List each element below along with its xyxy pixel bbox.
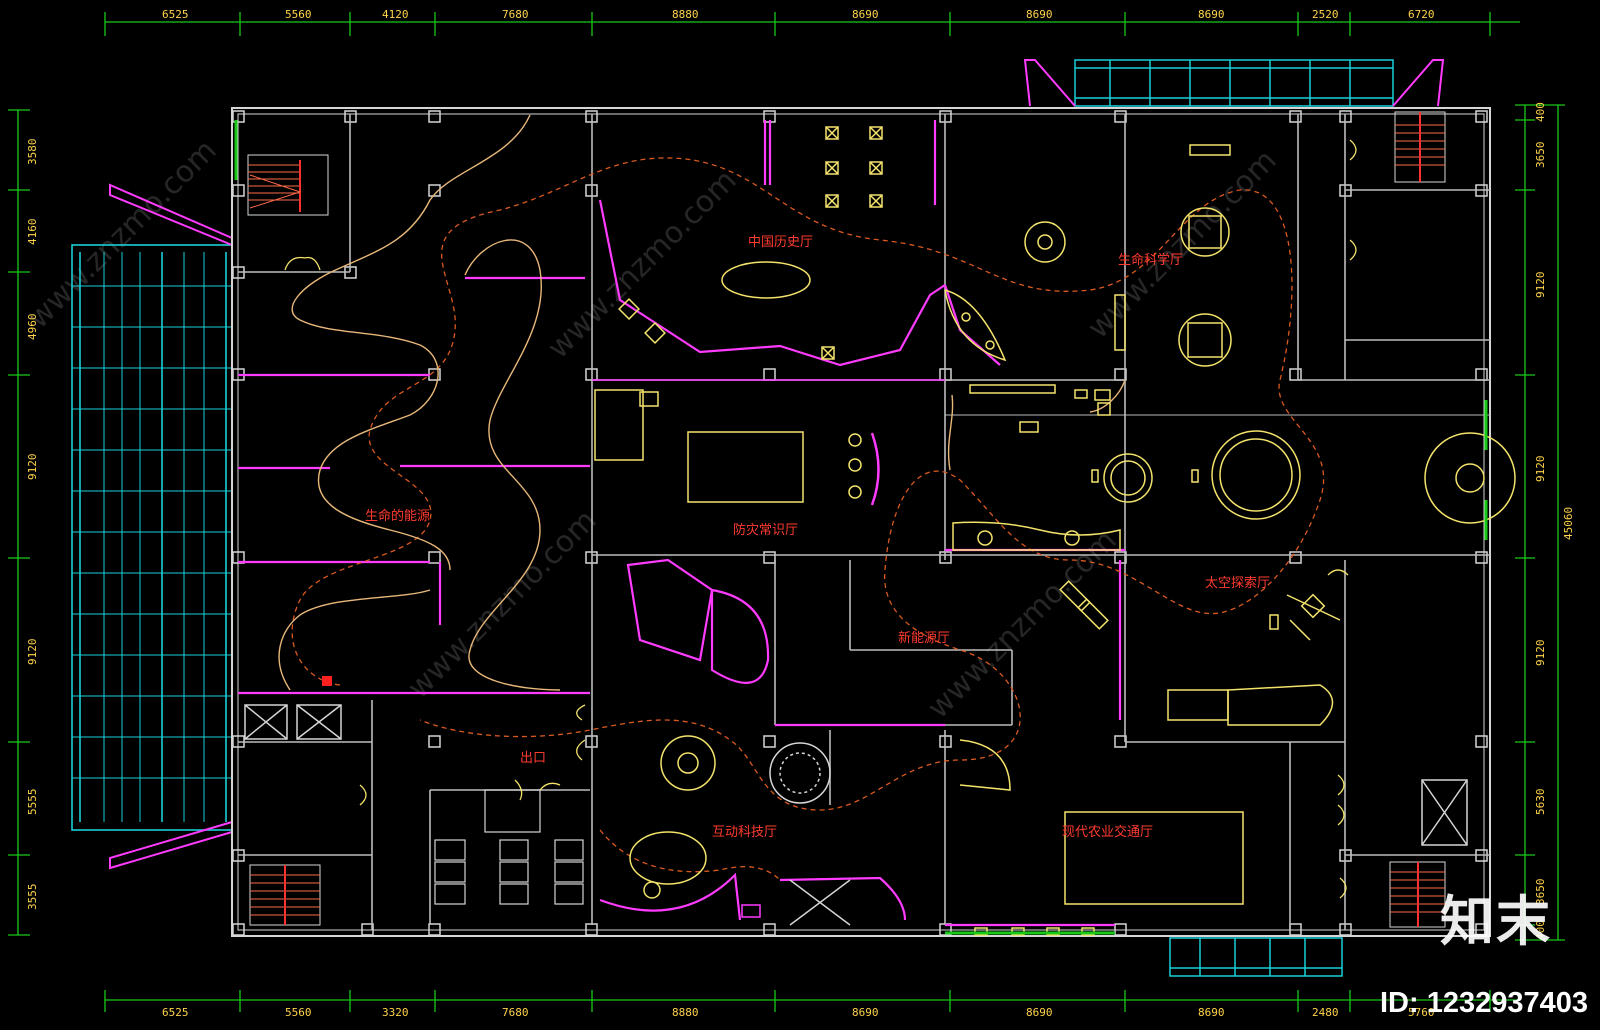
room-label-exit: 出口 [520, 751, 546, 766]
space-exhibits [952, 430, 1516, 726]
room-label-new-energy: 新能源厅 [898, 630, 950, 646]
left-glass-mullions [72, 285, 232, 779]
dim-right-3: 9120 [1534, 456, 1547, 483]
bottom-dimension-labels: 6525 5560 3320 7680 8880 8690 8690 8690 … [162, 1006, 1435, 1019]
disaster-room-exhibits [594, 384, 1111, 506]
bottom-dimension-line [104, 990, 1520, 1012]
outer-walls [231, 107, 1491, 937]
history-display-cases [618, 126, 883, 360]
canopy-wedges [109, 59, 1445, 870]
dim-right-6: 3650 [1534, 879, 1547, 906]
dim-right-4: 9120 [1534, 640, 1547, 667]
dim-bottom-3: 7680 [502, 1006, 529, 1019]
dim-bottom-0: 6525 [162, 1006, 189, 1019]
background-watermark: www.znzmo.com www.znzmo.com www.znzmo.co… [21, 133, 1284, 726]
tour-route [291, 157, 1325, 881]
elevator-icon [244, 704, 1468, 846]
dim-left-4: 9120 [26, 639, 39, 666]
bottom-glass-wall [1169, 937, 1343, 977]
dim-top-9: 6720 [1408, 8, 1435, 21]
dim-bottom-7: 8690 [1198, 1006, 1225, 1019]
room-label-agriculture: 现代农业交通厅 [1062, 824, 1153, 840]
room-label-life-energy: 生命的能源 [365, 508, 430, 524]
left-glass-wall [71, 244, 233, 831]
dim-left-3: 9120 [26, 454, 39, 481]
room-labels: 中国历史厅 生命科学厅 生命的能源 防灾常识厅 太空探索厅 新能源厅 出口 互动… [365, 235, 1270, 840]
room-label-disaster: 防灾常识厅 [733, 522, 798, 538]
dim-top-7: 8690 [1198, 8, 1225, 21]
dim-right-1: 3650 [1534, 142, 1547, 169]
right-dimension-labels: 400 3650 9120 9120 9120 5630 3650 400 45… [1534, 102, 1575, 940]
dim-left-2: 4960 [26, 314, 39, 341]
dim-bottom-5: 8690 [852, 1006, 879, 1019]
dim-right-0: 400 [1534, 102, 1547, 122]
left-dimension-labels: 3580 4160 4960 9120 9120 5555 3555 [26, 139, 39, 911]
watermark-site-3: www.znzmo.com [401, 503, 604, 706]
room-label-life-science: 生命科学厅 [1118, 252, 1183, 268]
stair-bottom-left-icon [249, 864, 321, 926]
top-glass-wall [1074, 59, 1394, 107]
left-dimension-line [8, 109, 30, 936]
dim-bottom-2: 3320 [382, 1006, 409, 1019]
green-wall-accents [234, 120, 1488, 935]
dim-top-2: 4120 [382, 8, 409, 21]
doors [284, 139, 1357, 899]
watermark-id: ID: 1232937403 [1380, 987, 1588, 1019]
stair-top-right-icon [1394, 111, 1446, 183]
dim-bottom-6: 8690 [1026, 1006, 1053, 1019]
top-dimension-line [104, 12, 1520, 36]
stair-bottom-right-icon [1389, 861, 1446, 928]
dim-bottom-1: 5560 [285, 1006, 312, 1019]
dim-right-5: 5630 [1534, 789, 1547, 816]
room-label-interactive: 互动科技厅 [712, 825, 777, 840]
dim-left-5: 5555 [26, 789, 39, 816]
room-label-space: 太空探索厅 [1205, 576, 1270, 591]
dim-right-2: 9120 [1534, 272, 1547, 299]
dim-top-3: 7680 [502, 8, 529, 21]
dim-left-0: 3580 [26, 139, 39, 166]
interactive-exhibits [629, 735, 851, 926]
magenta-partitions [238, 120, 1125, 927]
watermark-logo: 知末 [1440, 890, 1552, 953]
room-label-history: 中国历史厅 [748, 235, 813, 250]
dim-left-6: 3555 [26, 884, 39, 911]
watermark-site-5: www.znzmo.com [1081, 143, 1284, 346]
dim-top-5: 8690 [852, 8, 879, 21]
watermark-site-2: www.znzmo.com [541, 163, 744, 366]
dim-top-0: 6525 [162, 8, 189, 21]
dim-right-total: 45060 [1562, 507, 1575, 540]
dim-top-1: 5560 [285, 8, 312, 21]
dim-top-4: 8880 [672, 8, 699, 21]
dim-right-7: 400 [1534, 920, 1547, 940]
dim-top-8: 2520 [1312, 8, 1339, 21]
dim-bottom-8: 2480 [1312, 1006, 1339, 1019]
top-dimension-labels: 6525 5560 4120 7680 8880 8690 8690 8690 … [162, 8, 1435, 21]
right-dimension-line [1515, 104, 1565, 941]
dim-bottom-9: 5760 [1408, 1006, 1435, 1019]
life-science-exhibits [944, 144, 1232, 367]
dim-top-6: 8690 [1026, 8, 1053, 21]
fire-marker-icon [322, 676, 332, 686]
dim-bottom-4: 8880 [672, 1006, 699, 1019]
curved-display-walls [278, 114, 1126, 691]
dim-left-1: 4160 [26, 219, 39, 246]
interior-walls [238, 114, 1490, 930]
stair-top-left-icon [247, 154, 329, 216]
restroom-cubicles [434, 789, 584, 905]
